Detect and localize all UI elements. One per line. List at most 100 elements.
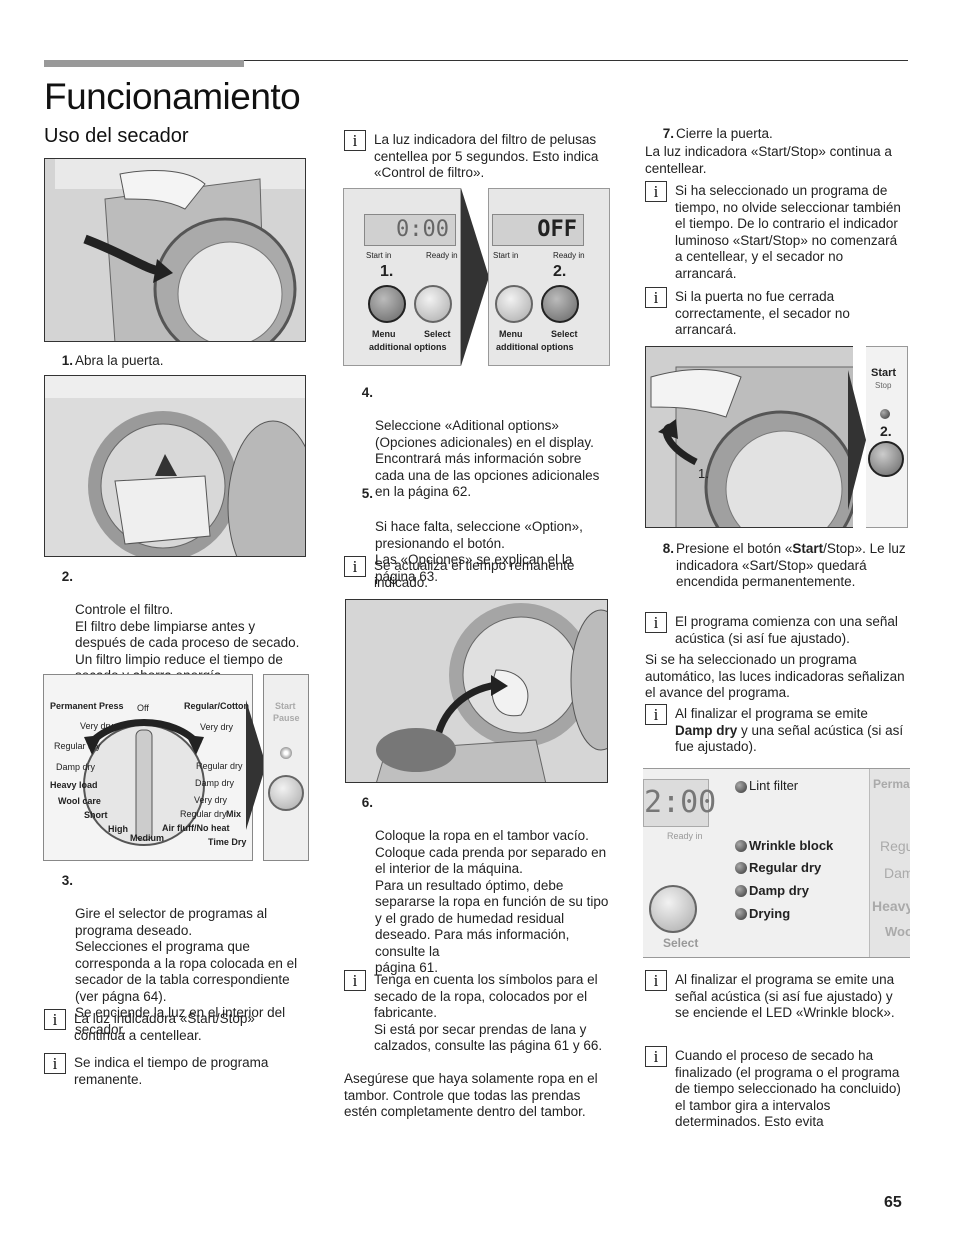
dial-label: Very dry [200, 722, 234, 732]
step-text-bold: Start [792, 541, 824, 556]
info-note: i Si la puerta no fue cerrada correctame… [645, 287, 910, 343]
step-number: 8. [662, 541, 674, 556]
step-marker: 1. [380, 263, 394, 280]
step-text: Si hace falta, seleccione «Option», pres… [375, 519, 583, 584]
info-icon: i [44, 1053, 66, 1074]
regular-dry-led-icon [735, 862, 747, 874]
display-screen: 2:00 [643, 779, 716, 827]
step-3: 3. Gire el selector de programas al prog… [62, 873, 311, 1038]
figure-load-laundry [345, 599, 608, 783]
start-pause-panel: Start Pause [263, 674, 309, 861]
info-icon: i [645, 1046, 667, 1067]
arrow-right-icon [848, 370, 866, 510]
step-text-pre: Presione el botón « [676, 541, 793, 556]
menu-label: Menu [372, 329, 396, 339]
display-screen: 0:00 [364, 214, 456, 246]
step-marker: 2. [880, 423, 892, 439]
program-label-cut: Woo [885, 924, 910, 939]
info-text: Tenga en cuenta los símbolos para el sec… [374, 972, 603, 1053]
header-accent-bar [44, 60, 244, 67]
lint-filter-led-icon [735, 781, 747, 793]
pause-label: Pause [273, 713, 300, 723]
dial-label: Mix [226, 809, 242, 819]
dial-label: Regular dry [54, 741, 101, 751]
step-text: Coloque la ropa en el tambor vacío. Colo… [375, 828, 609, 975]
info-text: Al finalizar el programa se emite Damp d… [675, 706, 908, 756]
dial-label: Heavy load [50, 780, 98, 790]
step-text: Abra la puerta. [75, 353, 164, 368]
menu-label: Menu [499, 329, 523, 339]
header-rule [44, 60, 908, 61]
info-text-bold: Damp dry [675, 722, 738, 738]
program-label-cut: Heavy [872, 898, 910, 914]
regular-dry-label: Regular dry [749, 860, 822, 875]
dial-label: Time Dry [208, 837, 247, 847]
figure-filter [44, 375, 306, 557]
step-marker: 2. [553, 263, 567, 280]
dial-label: Damp dry [195, 778, 235, 788]
start-button [268, 775, 304, 811]
drying-label: Drying [749, 906, 791, 921]
step-4: 4. Seleccione «Aditional options» (Opcio… [362, 385, 611, 501]
program-label-cut: Dam [884, 865, 910, 881]
info-text: Si la puerta no fue cerrada correctament… [675, 289, 850, 337]
wrinkle-block-led-icon [735, 840, 747, 852]
info-text: La luz indicadora del filtro de pelusas … [374, 132, 599, 180]
arrow-right-icon [461, 188, 489, 366]
section-title: Uso del secador [44, 125, 189, 147]
start-label: Start [275, 701, 296, 711]
figure-status-panel: 2:00 Ready in Select Lint filter Wrinkle… [643, 768, 910, 958]
dial-label: Wool care [58, 796, 101, 806]
step-number: 6. [361, 795, 373, 810]
step-1: 1. Abra la puerta. [62, 353, 305, 370]
info-text: Se indica el tiempo de programa remanent… [74, 1055, 269, 1087]
step-2: 2. Controle el filtro. El filtro debe li… [62, 569, 305, 685]
step-text: Seleccione «Aditional options» (Opciones… [375, 418, 600, 499]
lint-filter-label: Lint filter [749, 778, 799, 793]
figure-panel-left: 0:00 Start in Ready in 1. Menu Select ad… [343, 188, 461, 366]
info-icon: i [645, 612, 667, 633]
info-icon: i [44, 1009, 66, 1030]
side-panel-strip: Perma Regu Dam Heavy Woo [869, 769, 910, 957]
select-label: Select [424, 329, 451, 339]
step-8: 8. Presione el botón «Start/Stop». Le lu… [663, 541, 910, 591]
info-icon: i [645, 287, 667, 308]
info-note: i Se actualiza el tiempo remanente indic… [344, 556, 612, 596]
additional-label: additional options [369, 342, 447, 352]
dial-label: Air fluff/No heat [162, 823, 230, 833]
select-label: Select [663, 936, 699, 950]
info-icon: i [344, 556, 366, 577]
ready-in-label: Ready in [426, 251, 458, 260]
program-label-cut: Regu [880, 838, 910, 854]
damp-dry-label: Damp dry [749, 883, 809, 898]
step-text: Gire el selector de programas al program… [75, 906, 298, 1037]
select-button [414, 285, 452, 323]
dial-label: Permanent Press [50, 701, 124, 711]
ready-in-label: Ready in [667, 831, 703, 841]
figure-panel-right: OFF Start in Ready in 2. Menu Select add… [488, 188, 610, 366]
step-marker: 1. [698, 466, 709, 481]
step-7: 7. Cierre la puerta. [663, 126, 906, 143]
damp-dry-led-icon [735, 885, 747, 897]
dial-label: Regular dry [180, 809, 227, 819]
info-text: El programa comienza con una señal acúst… [675, 614, 898, 646]
additional-label: additional options [496, 342, 574, 352]
step-text: Cierre la puerta. [676, 126, 773, 141]
dial-label: Very dry [194, 795, 228, 805]
step-number: 4. [361, 385, 373, 400]
page-title: Funcionamiento [44, 76, 301, 117]
info-note: i La luz indicadora del filtro de pelusa… [344, 130, 612, 186]
arrow-right-icon [246, 700, 266, 830]
step-number: 3. [61, 873, 73, 888]
figure-open-door [44, 158, 306, 342]
step-number: 5. [361, 486, 373, 501]
page-number: 65 [884, 1194, 902, 1211]
info-text: Si ha seleccionado un programa de tiempo… [675, 183, 901, 281]
figure-program-dial: Permanent Press Off Regular/Cotton Very … [43, 674, 253, 861]
step-number: 7. [662, 126, 674, 141]
paragraph: Asegúrese que haya solamente ropa en el … [344, 1071, 598, 1119]
drying-led-icon [735, 908, 747, 920]
dial-label: Short [84, 810, 108, 820]
info-note: i Se indica el tiempo de programa remane… [44, 1053, 304, 1093]
info-note: i Cuando el proceso de secado ha finaliz… [645, 1046, 910, 1136]
